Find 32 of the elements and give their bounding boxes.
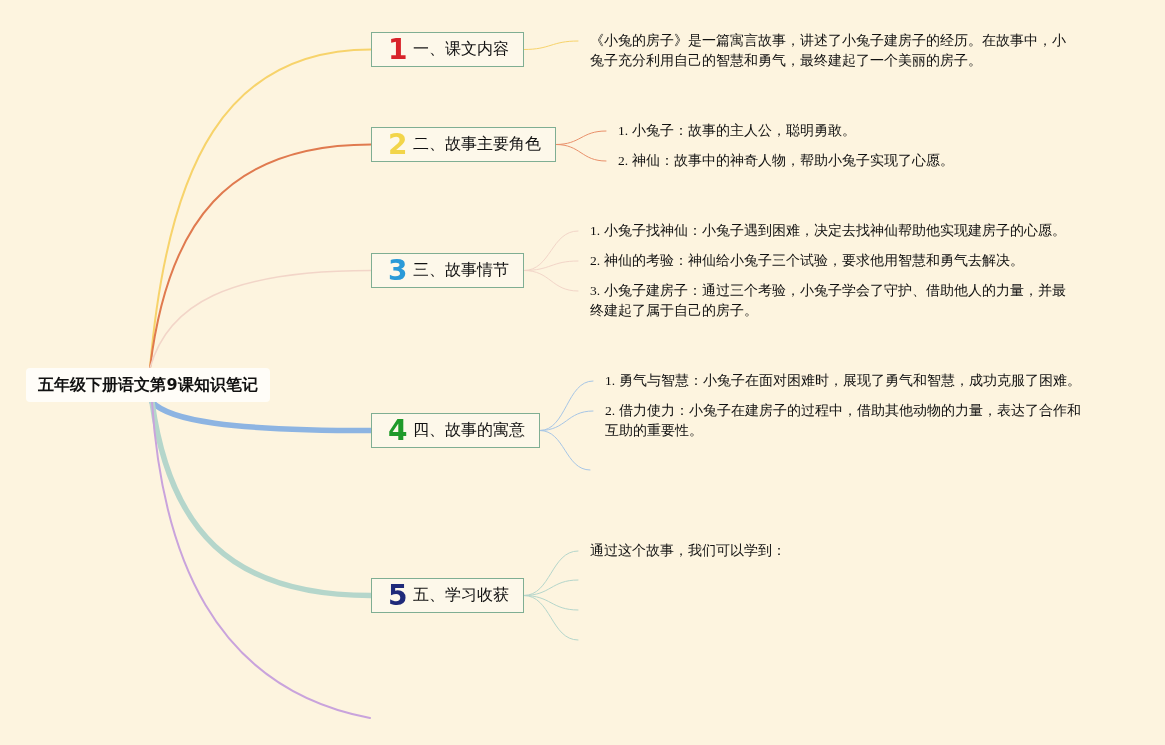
note-text: 2. 借力使力：小兔子在建房子的过程中，借助其他动物的力量，表达了合作和互助的重要性。 [593,401,1093,441]
topic-box [371,578,524,613]
note-text: 通过这个故事，我们可以学到： [578,541,878,561]
central-topic-box: 五年级下册语文第9课知识笔记 [26,368,270,402]
topic-number: 3 [388,256,408,285]
topic-title: 三、故事情节 [413,260,510,281]
branch-line [151,401,371,719]
topic-title: 二、故事主要角色 [413,134,542,155]
connector-line [555,144,607,162]
note-text: 《小兔的房子》是一篇寓言故事，讲述了小兔子建房子的经历。在故事中，小兔子充分利用自己的智慧和勇气，最终建起了一个美丽的房子。 [578,31,1078,71]
topic-number: 5 [388,581,408,610]
topic-title: 一、课文内容 [413,39,510,60]
note-text: 1. 小兔子：故事的主人公，聪明勇敢。 [606,121,936,141]
connector-line [523,595,579,641]
topic-number: 1 [388,35,408,64]
branch-line [149,269,372,369]
note-text: 1. 勇气与智慧：小兔子在面对困难时，展现了勇气和智慧，成功克服了困难。 [593,371,1093,391]
note-text: 2. 神仙的考验：神仙给小兔子三个试验，要求他用智慧和勇气去解决。 [578,251,1038,271]
topic-box [371,253,524,288]
connector-line [539,430,591,471]
note-text: 3. 小兔子建房子：通过三个考验，小兔子学会了守护、借助他人的力量，并最终建起了属于自己的房子。 [578,281,1078,321]
topic-box [371,413,540,448]
note-text: 1. 小兔子找神仙：小兔子遇到困难，决定去找神仙帮助他实现建房子的心愿。 [578,221,1118,241]
topic-box [371,32,524,67]
topic-title: 五、学习收获 [413,585,510,606]
connector-line [523,40,579,50]
topic-number: 4 [388,416,408,445]
topic-box [371,127,556,162]
note-text: 2. 神仙：故事中的神奇人物，帮助小兔子实现了心愿。 [606,151,966,171]
topic-number: 2 [388,130,408,159]
branch-line [149,143,372,369]
topic-title: 四、故事的寓意 [413,420,526,441]
